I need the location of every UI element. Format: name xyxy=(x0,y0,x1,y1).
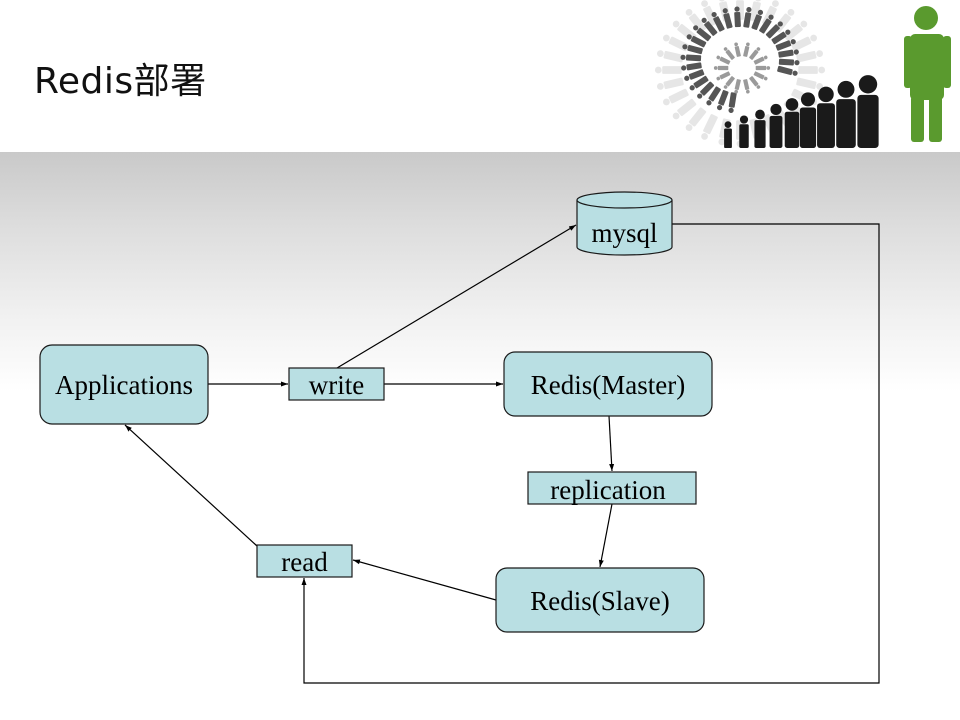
spiral-figure-icon xyxy=(778,58,800,66)
edge-slave-to-read xyxy=(352,559,497,601)
node-redis-slave[interactable]: Redis(Slave) xyxy=(495,567,705,633)
node-applications-label: Applications xyxy=(55,370,193,400)
row-figure-icon xyxy=(836,80,856,148)
edge-write-to-mysql xyxy=(336,224,577,369)
spiral-figure-icon xyxy=(777,65,798,76)
spiral-figure-icon xyxy=(783,20,808,42)
spiral-figure-icon xyxy=(734,79,741,94)
spiral-figure-icon xyxy=(682,44,703,55)
spiral-figure-icon xyxy=(775,39,796,51)
spiral-figure-icon xyxy=(743,79,750,94)
spiral-figure-icon xyxy=(798,66,826,74)
spiral-figure-icon xyxy=(706,86,721,106)
spiral-figure-icon xyxy=(723,47,735,60)
slide-background-gradient xyxy=(0,152,960,720)
spiral-figure-icon xyxy=(796,77,824,90)
node-mysql[interactable]: mysql xyxy=(576,191,673,256)
row-figure-icon xyxy=(724,121,732,148)
spiral-figure-icon xyxy=(734,42,741,57)
spiral-figure-icon xyxy=(680,54,702,62)
spiral-figure-icon xyxy=(755,65,771,71)
spiral-figure-icon xyxy=(749,47,761,60)
node-write-label: write xyxy=(309,370,364,400)
spiral-figure-icon xyxy=(716,90,729,111)
edge-read-to-applications xyxy=(124,424,258,547)
spiral-figure-icon xyxy=(656,77,684,90)
spiral-figure-icon xyxy=(716,55,731,65)
spiral-figure-icon xyxy=(734,6,741,28)
spiral-figure-icon xyxy=(689,75,709,91)
row-figure-icon xyxy=(754,109,766,148)
spiral-figure-icon xyxy=(791,34,817,52)
edges xyxy=(124,223,880,684)
node-read[interactable]: read xyxy=(256,544,353,578)
spiral-figure-icon xyxy=(654,66,682,74)
spiral-figure-icon xyxy=(759,14,774,34)
spiral-figure-icon xyxy=(753,55,768,65)
node-applications[interactable]: Applications xyxy=(39,344,209,425)
edge-mysql-to-read xyxy=(301,223,880,684)
spiral-figure-icon xyxy=(672,98,697,120)
node-mysql-label: mysql xyxy=(591,218,657,248)
spiral-figure-icon xyxy=(713,65,729,71)
spiral-figure-icon xyxy=(796,50,824,63)
spiral-figure-icon xyxy=(751,9,764,30)
row-figure-icon xyxy=(739,115,749,148)
row-figure-icon xyxy=(857,75,879,148)
spiral-figure-icon xyxy=(711,11,725,32)
spiral-figure-icon xyxy=(693,25,712,42)
spiral-figure-icon xyxy=(771,29,791,45)
spiral-figure-icon xyxy=(728,92,737,113)
slide-title: Redis部署 xyxy=(34,61,207,102)
node-redis-master[interactable]: Redis(Master) xyxy=(503,351,713,417)
spiral-figure-icon xyxy=(685,8,707,33)
node-write[interactable]: write xyxy=(288,367,385,401)
spiral-figure-icon xyxy=(681,62,702,71)
node-redis-master-label: Redis(Master) xyxy=(531,370,685,400)
growing-figures-row xyxy=(724,75,879,148)
row-figure-icon xyxy=(799,92,817,148)
node-read-label: read xyxy=(281,547,328,577)
spiral-figure-icon xyxy=(685,107,707,132)
node-replication[interactable]: replication xyxy=(527,471,697,505)
spiral-figure-icon xyxy=(749,0,762,22)
spiral-figure-icon xyxy=(701,114,718,140)
spiral-figure-icon xyxy=(743,42,750,57)
spiral-figure-icon xyxy=(723,76,735,89)
spiral-figure-icon xyxy=(753,71,768,81)
spiral-figure-icon xyxy=(697,81,715,99)
spiral-figure-icon xyxy=(663,88,689,106)
spiral-figure-icon xyxy=(716,71,731,81)
edge-master-to-replication xyxy=(608,415,615,472)
edge-replication-to-slave xyxy=(598,503,613,568)
row-figure-icon xyxy=(769,103,783,148)
spiral-figure-icon xyxy=(765,21,783,39)
people-spiral-logo xyxy=(654,0,951,148)
spiral-figure-icon xyxy=(778,49,799,58)
node-redis-slave-label: Redis(Slave) xyxy=(530,586,669,616)
spiral-figure-icon xyxy=(749,76,761,89)
spiral-figure-icon xyxy=(722,8,733,29)
spiral-figure-icon xyxy=(701,17,718,36)
row-figure-icon xyxy=(784,98,800,148)
spiral-figure-icon xyxy=(686,34,707,48)
green-figure-icon xyxy=(904,6,951,142)
spiral-figure-icon xyxy=(743,7,752,28)
spiral-figure-icon xyxy=(656,50,684,63)
node-replication-label: replication xyxy=(550,475,666,505)
row-figure-icon xyxy=(817,86,835,148)
spiral-figure-icon xyxy=(684,69,705,81)
